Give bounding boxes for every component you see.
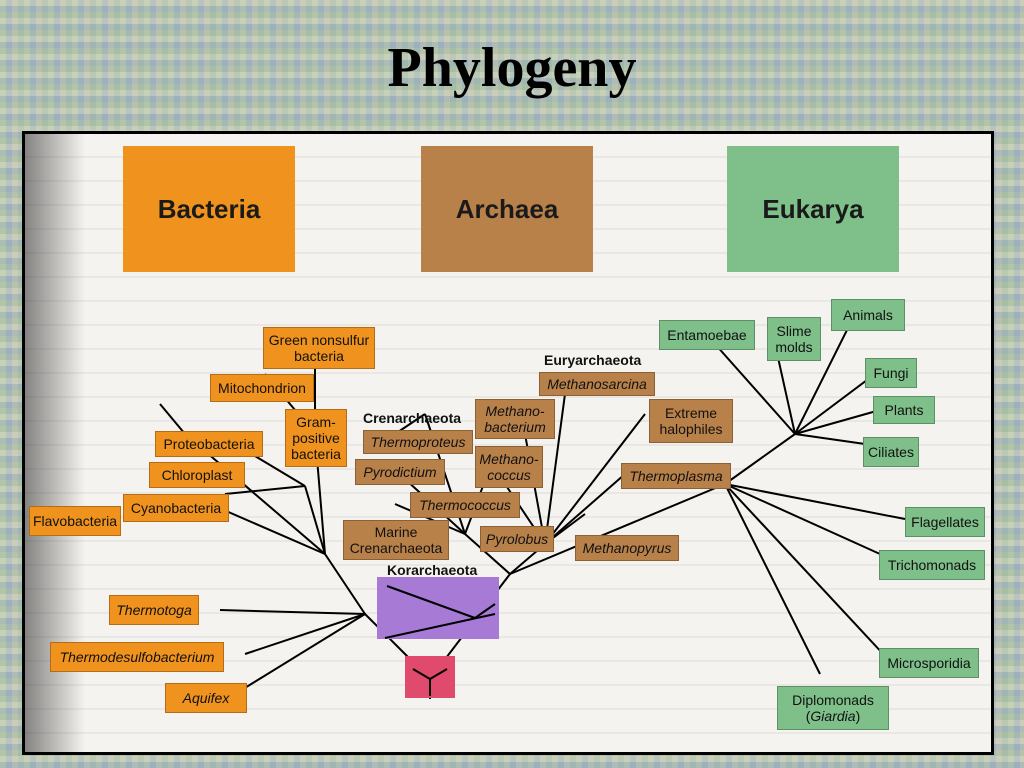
label-thermoplasma: Thermoplasma	[621, 463, 731, 489]
label-thermococcus: Thermococcus	[410, 492, 520, 518]
label-plants: Plants	[873, 396, 935, 424]
korarchaeota-branches	[384, 585, 496, 639]
label-pyrodictium: Pyrodictium	[355, 459, 445, 485]
label-thermodesulfobacterium: Thermodesulfobacterium	[50, 642, 224, 672]
label-entamoebae: Entamoebae	[659, 320, 755, 350]
label-methanococcus: Methano-coccus	[475, 446, 543, 488]
label-thermotoga: Thermotoga	[109, 595, 199, 625]
label-marine-crenarchaeota: Marine Crenarchaeota	[343, 520, 449, 560]
label-cyanobacteria: Cyanobacteria	[123, 494, 229, 522]
root-branches	[412, 668, 448, 696]
label-microsporidia: Microsporidia	[879, 648, 979, 678]
label-mitochondrion: Mitochondrion	[210, 374, 314, 402]
label-aquifex: Aquifex	[165, 683, 247, 713]
label-methanopyrus: Methanopyrus	[575, 535, 679, 561]
slide-title: Phylogeny	[387, 37, 637, 99]
label-green-nonsulfur: Green nonsulfur bacteria	[263, 327, 375, 369]
label-gram-positive: Gram-positive bacteria	[285, 409, 347, 467]
label-trichomonads: Trichomonads	[879, 550, 985, 580]
heading-euryarchaeota: Euryarchaeota	[544, 352, 642, 368]
label-slime-molds: Slime molds	[767, 317, 821, 361]
label-pyrolobus: Pyrolobus	[480, 526, 554, 552]
domain-eukarya: Eukarya	[727, 146, 899, 272]
phylogeny-figure: Bacteria Archaea Eukarya	[22, 131, 994, 755]
label-diplomonads: Diplomonads (Giardia)	[777, 686, 889, 730]
label-methanosarcina: Methanosarcina	[539, 372, 655, 396]
label-flagellates: Flagellates	[905, 507, 985, 537]
label-diplomonads-text: Diplomonads	[792, 692, 874, 708]
label-proteobacteria: Proteobacteria	[155, 431, 263, 457]
label-fungi: Fungi	[865, 358, 917, 388]
label-flavobacteria: Flavobacteria	[29, 506, 121, 536]
label-ciliates: Ciliates	[863, 437, 919, 467]
label-methanobacterium: Methano-bacterium	[475, 399, 555, 439]
domain-bacteria: Bacteria	[123, 146, 295, 272]
label-giardia-line: (Giardia)	[805, 708, 861, 724]
label-chloroplast: Chloroplast	[149, 462, 245, 488]
heading-crenarchaeota: Crenarchaeota	[363, 410, 462, 426]
heading-korarchaeota: Korarchaeota	[387, 562, 478, 578]
label-animals: Animals	[831, 299, 905, 331]
domain-archaea: Archaea	[421, 146, 593, 272]
label-giardia-text: Giardia	[810, 708, 856, 724]
label-extreme-halophiles: Extreme halophiles	[649, 399, 733, 443]
korarchaeota-box	[377, 577, 499, 639]
label-thermoproteus: Thermoproteus	[363, 430, 473, 454]
